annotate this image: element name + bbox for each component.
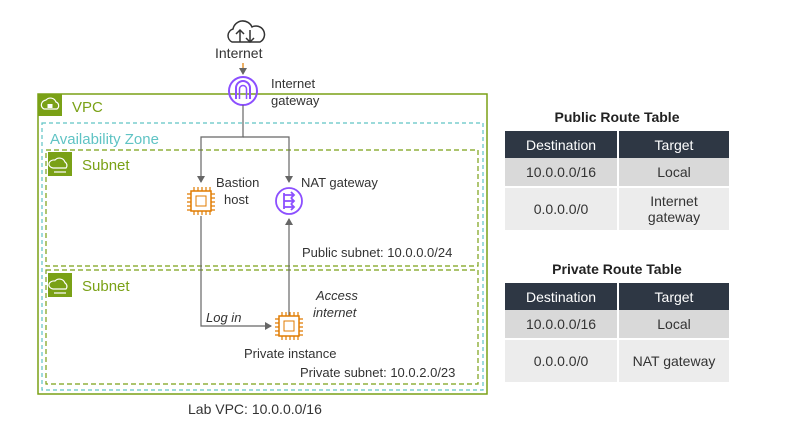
private-subnet-caption: Private subnet: 10.0.2.0/23 — [300, 365, 456, 380]
access-label-line1: Access — [316, 288, 358, 303]
private-instance-label: Private instance — [244, 346, 337, 361]
column-header: Target — [618, 283, 729, 310]
bastion-label-line1: Bastion — [216, 175, 260, 190]
table-row: 10.0.0.0/16 Local — [505, 158, 729, 188]
column-header: Target — [618, 131, 729, 158]
igw-label-line2: gateway — [271, 93, 320, 108]
destination-cell: 0.0.0.0/0 — [505, 187, 619, 232]
target-cell: NAT gateway — [618, 339, 729, 384]
vpc-caption: Lab VPC: 10.0.0.0/16 — [188, 401, 322, 417]
nat-gateway-icon — [275, 187, 303, 215]
private-subnet-label: Subnet — [82, 278, 130, 295]
internet-gateway-icon — [228, 76, 258, 106]
private-subnet-boundary — [45, 269, 479, 385]
destination-cell: 10.0.0.0/16 — [505, 310, 619, 340]
table-row: 0.0.0.0/0 Internet gateway — [505, 187, 729, 232]
destination-cell: 10.0.0.0/16 — [505, 158, 619, 188]
public-subnet-boundary — [45, 149, 479, 267]
target-cell: Local — [618, 158, 729, 188]
access-label-line2: internet — [313, 305, 357, 320]
column-header: Destination — [505, 283, 619, 310]
target-cell: Local — [618, 310, 729, 340]
destination-cell: 0.0.0.0/0 — [505, 339, 619, 384]
public-route-table-title: Public Route Table — [554, 109, 680, 125]
login-label: Log in — [206, 310, 242, 325]
subnet-icon — [48, 152, 72, 176]
internet-label: Internet — [215, 45, 263, 61]
ec2-chip-icon — [187, 187, 215, 215]
vpc-lock-icon — [38, 94, 62, 116]
cloud-icon — [227, 20, 266, 44]
availability-zone-boundary — [41, 122, 484, 391]
private-route-table-title: Private Route Table — [552, 261, 682, 277]
vpc-boundary — [37, 93, 488, 395]
nat-label: NAT gateway — [301, 175, 378, 190]
table-row: 10.0.0.0/16 Local — [505, 310, 729, 340]
public-subnet-caption: Public subnet: 10.0.0.0/24 — [302, 245, 453, 260]
ec2-chip-icon — [275, 312, 303, 340]
subnet-icon — [48, 273, 72, 297]
private-route-table: Destination Target 10.0.0.0/16 Local 0.0… — [505, 283, 729, 384]
target-line: gateway — [647, 209, 701, 225]
igw-label-line1: Internet — [271, 76, 316, 91]
vpc-label: VPC — [72, 99, 103, 116]
target-line: Internet — [650, 193, 698, 209]
public-subnet-label: Subnet — [82, 157, 130, 174]
table-row: 0.0.0.0/0 NAT gateway — [505, 339, 729, 384]
public-route-table: Destination Target 10.0.0.0/16 Local 0.0… — [505, 131, 729, 232]
az-label: Availability Zone — [50, 131, 159, 148]
column-header: Destination — [505, 131, 619, 158]
target-cell: Internet gateway — [618, 187, 729, 232]
bastion-label-line2: host — [224, 192, 249, 207]
